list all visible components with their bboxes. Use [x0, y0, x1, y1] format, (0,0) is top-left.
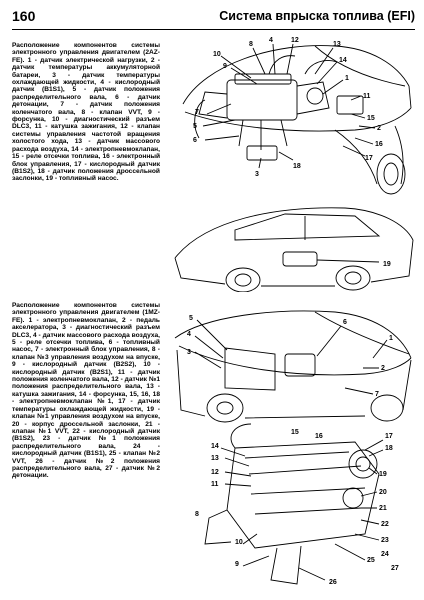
callout-22: 22	[381, 521, 389, 528]
callout-17: 17	[365, 155, 373, 162]
callout-1: 1	[389, 335, 393, 342]
callout-18: 18	[385, 445, 393, 452]
callout-4: 4	[269, 37, 273, 44]
callout-6: 6	[343, 319, 347, 326]
callout-13: 13	[333, 41, 341, 48]
callout-9: 9	[223, 63, 227, 70]
callout-27: 27	[391, 565, 399, 572]
caption-heading: Расположение компонентов системы электро…	[12, 42, 160, 64]
callout-19: 19	[379, 471, 387, 478]
callout-17: 17	[385, 433, 393, 440]
callout-16: 16	[315, 433, 323, 440]
callout-11: 11	[363, 93, 371, 100]
callout-12: 12	[211, 469, 219, 476]
callout-19: 19	[383, 261, 391, 268]
callout-5: 5	[189, 315, 193, 322]
callout-7: 7	[195, 109, 199, 116]
callout-18: 18	[293, 163, 301, 170]
callout-25: 25	[367, 557, 375, 564]
callout-10: 10	[213, 51, 221, 58]
callout-21: 21	[379, 505, 387, 512]
caption-body: 1 - датчик электрической нагрузки, 2 - д…	[12, 56, 160, 183]
page-number: 160	[12, 8, 36, 24]
callout-23: 23	[381, 537, 389, 544]
callout-20: 20	[379, 489, 387, 496]
callout-7: 7	[375, 391, 379, 398]
callout-3: 3	[187, 349, 191, 356]
page-title: Система впрыска топлива (EFI)	[219, 9, 415, 23]
callout-10: 10	[235, 539, 243, 546]
callout-2: 2	[377, 125, 381, 132]
caption-heading: Расположение компонентов системы электро…	[12, 302, 160, 324]
callout-4: 4	[187, 331, 191, 338]
callout-5: 5	[193, 123, 197, 130]
callout-6: 6	[193, 137, 197, 144]
figure-engine-bay-2az-fe: 10 9 8 4 12 13 14 1 11 15 2 16 17 7 5 6 …	[165, 34, 417, 200]
engine-bay-drawing: 10 9 8 4 12 13 14 1 11 15 2 16 17 7 5 6 …	[182, 37, 412, 195]
callout-16: 16	[375, 141, 383, 148]
callout-2: 2	[381, 365, 385, 372]
page-header: 160 Система впрыска топлива (EFI)	[12, 8, 415, 30]
callout-12: 12	[291, 37, 299, 44]
figure-engine-bay-1mz-fe: 5 4 3 6 1 2 7 17 18 16 15 14 13 12 11 19…	[165, 298, 417, 590]
callout-8: 8	[195, 511, 199, 518]
engine-1mz-drawing: 5 4 3 6 1 2 7 17 18 16 15 14 13 12 11 19…	[174, 310, 412, 586]
callout-13: 13	[211, 455, 219, 462]
callout-9: 9	[235, 561, 239, 568]
callout-11: 11	[211, 481, 219, 488]
callout-14: 14	[211, 443, 219, 450]
callout-15: 15	[291, 429, 299, 436]
callout-26: 26	[329, 579, 337, 586]
figure-vehicle-fuel-pump: 19	[165, 200, 417, 293]
callout-1: 1	[345, 75, 349, 82]
vehicle-side-drawing: 19	[174, 207, 414, 293]
callout-15: 15	[367, 115, 375, 122]
callout-24: 24	[381, 551, 389, 558]
callout-8: 8	[249, 41, 253, 48]
callout-14: 14	[339, 57, 347, 64]
caption-1mz-fe: Расположение компонентов системы электро…	[12, 302, 160, 480]
caption-2az-fe: Расположение компонентов системы электро…	[12, 42, 160, 183]
header-rule	[12, 29, 415, 30]
callout-3: 3	[255, 171, 259, 178]
caption-body: 1 - электропневмоклапан, 2 - педаль аксе…	[12, 316, 160, 480]
